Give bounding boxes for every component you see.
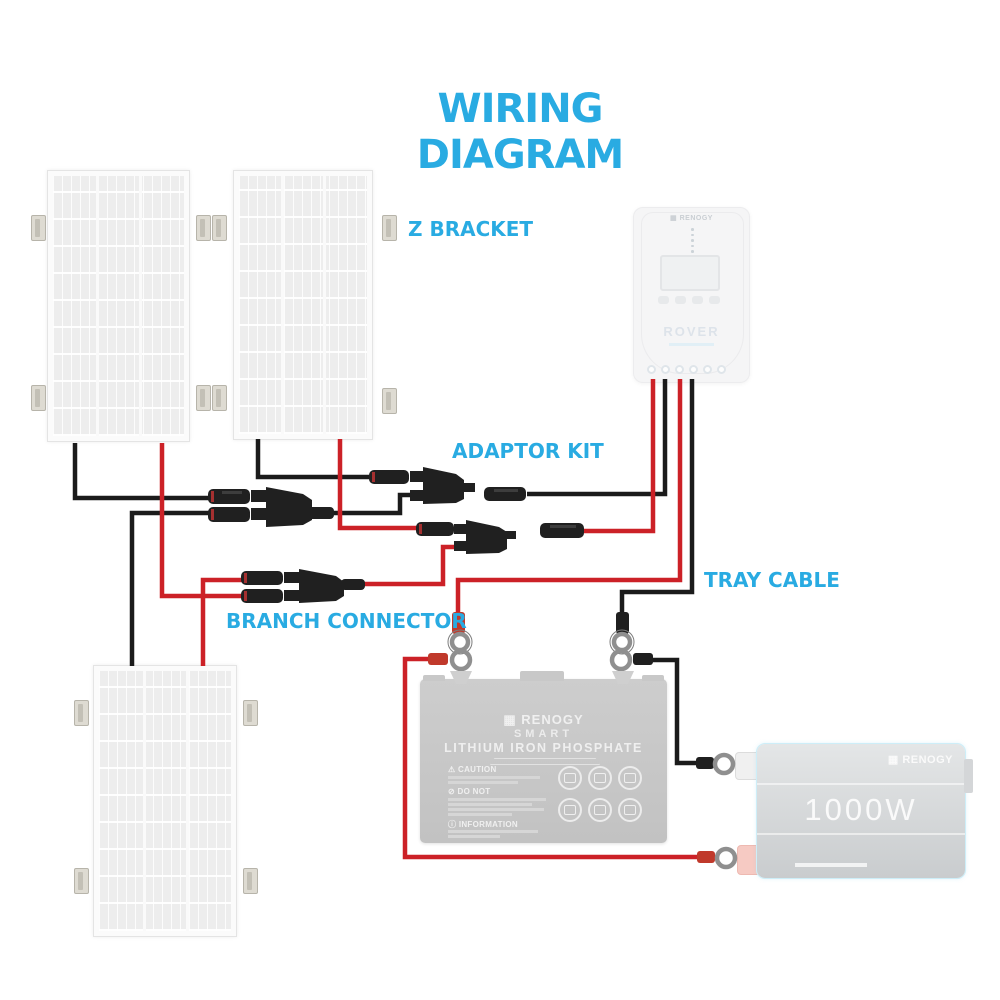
solar-panel-cells <box>53 176 184 436</box>
manual-icon <box>558 766 582 790</box>
controller-terminals <box>647 365 726 374</box>
inverter-power-rating: 1000W <box>804 792 918 827</box>
wire-controller-to-battery-negative <box>619 379 695 616</box>
z-bracket-icon <box>31 385 46 411</box>
wire-branch-negative-link <box>318 492 416 516</box>
page-title: WIRING DIAGRAM <box>416 86 624 178</box>
branch-connector-positive <box>241 569 365 603</box>
z-bracket-icon <box>212 385 227 411</box>
controller-screen <box>660 255 720 291</box>
z-bracket-icon <box>74 700 89 726</box>
battery: ▦ RENOGY SMART LITHIUM IRON PHOSPHATE ⚠ … <box>420 671 667 843</box>
z-bracket-icon <box>74 868 89 894</box>
face-icon <box>588 798 612 822</box>
branch-connector-negative <box>208 487 334 527</box>
solar-panel-2 <box>233 170 373 440</box>
inverter-seam <box>757 833 965 835</box>
wire-panel2-negative <box>255 439 372 480</box>
fire-icon <box>588 766 612 790</box>
z-bracket-icon <box>31 215 46 241</box>
controller-model: ROVER <box>663 324 720 339</box>
z-bracket-icon <box>243 868 258 894</box>
water-icon <box>558 798 582 822</box>
inverter-brand-text: RENOGY <box>902 754 953 766</box>
wire-panel1-negative <box>72 443 212 501</box>
battery-chemistry: LITHIUM IRON PHOSPHATE <box>444 741 643 755</box>
adaptor-kit-positive <box>416 520 584 554</box>
wire-panel2-positive <box>337 439 420 531</box>
battery-brand-text: RENOGY <box>521 712 584 727</box>
battery-brand: ▦ RENOGY <box>503 712 584 727</box>
inverter-seam <box>757 783 965 785</box>
battery-handle <box>642 675 664 681</box>
battery-top-tab <box>520 671 564 681</box>
battery-negative-ring-terminals <box>609 612 653 684</box>
solar-panel-3 <box>93 665 237 937</box>
wire-controller-to-battery-positive <box>455 379 683 616</box>
charge-controller: ▦ RENOGY ROVER <box>633 207 750 383</box>
controller-brand-text: RENOGY <box>679 215 713 222</box>
battery-series: SMART <box>513 728 574 740</box>
battery-cell-icon <box>618 798 642 822</box>
z-bracket-icon <box>382 388 397 414</box>
z-bracket-icon <box>212 215 227 241</box>
controller-brand: ▦ RENOGY <box>670 215 713 222</box>
z-bracket-icon <box>196 215 211 241</box>
wire-panel1-positive <box>159 443 244 599</box>
solar-panel-1 <box>47 170 190 442</box>
battery-info-heading: ⓘ INFORMATION <box>448 820 518 829</box>
inverter-negative-ring-terminal <box>696 752 736 776</box>
solar-panel-cells <box>99 671 231 931</box>
label-adaptor-kit: ADAPTOR KIT <box>452 439 604 463</box>
label-z-bracket: Z BRACKET <box>408 217 534 241</box>
controller-buttons <box>658 296 720 304</box>
battery-caution-heading: ⚠ CAUTION <box>448 765 497 774</box>
inverter-spec-text-bar <box>795 863 867 867</box>
no-tools-icon <box>618 766 642 790</box>
wire-panel3-negative <box>129 510 212 666</box>
battery-handle <box>423 675 445 681</box>
wire-branch-positive-link <box>363 544 459 587</box>
adaptor-kit-negative <box>369 467 526 504</box>
inverter: ▦ RENOGY 1000W <box>756 743 966 879</box>
battery-donot-heading: ⊘ DO NOT <box>448 787 491 796</box>
solar-panel-cells <box>239 176 367 434</box>
z-bracket-icon <box>243 700 258 726</box>
label-branch-connector: BRANCH CONNECTOR <box>226 609 467 633</box>
controller-subtitle-bar <box>669 343 714 346</box>
inverter-positive-ring-terminal <box>697 846 738 870</box>
inverter-side-tab <box>964 759 973 793</box>
z-bracket-icon <box>382 215 397 241</box>
label-tray-cable: TRAY CABLE <box>704 568 840 592</box>
z-bracket-icon <box>196 385 211 411</box>
led-indicators <box>691 228 694 253</box>
inverter-brand: ▦ RENOGY <box>887 754 953 766</box>
wire-pv-negative-to-controller <box>527 379 668 497</box>
battery-banner <box>490 758 600 765</box>
